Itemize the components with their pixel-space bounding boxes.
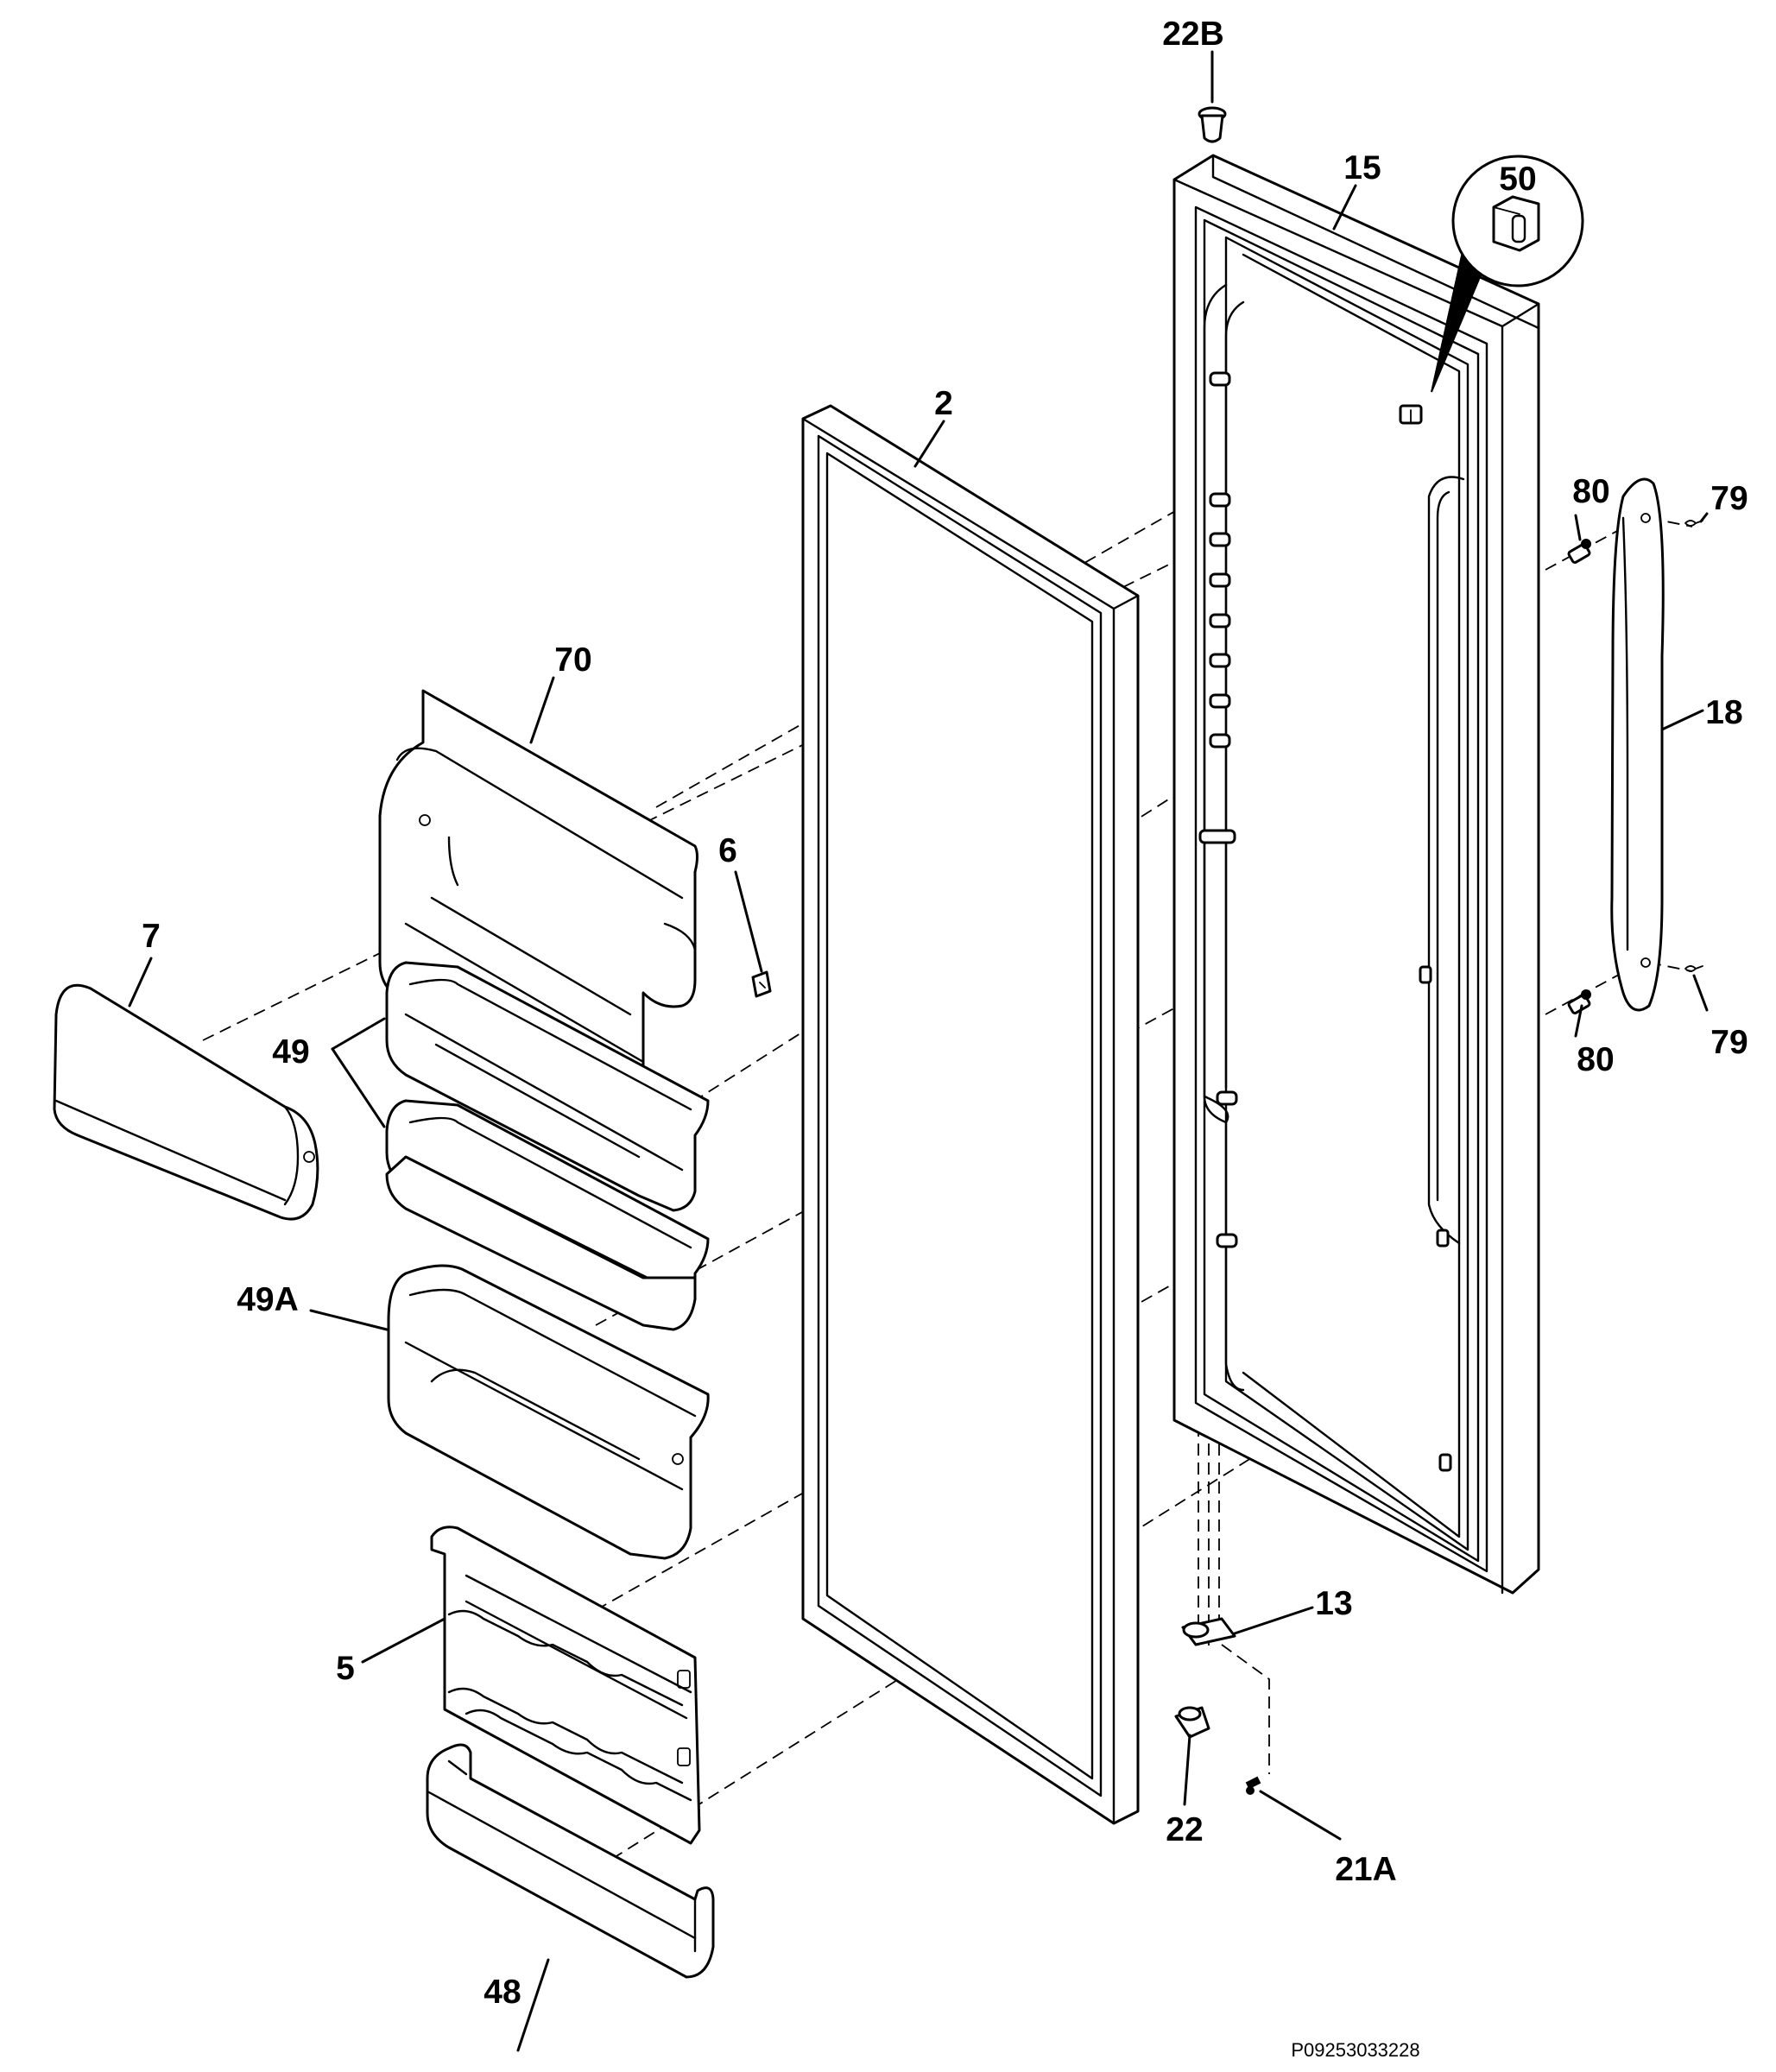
- callout-21A: 21A: [1335, 1851, 1397, 1888]
- callout-6: 6: [718, 832, 737, 869]
- part-18-handle: [1610, 477, 1665, 1012]
- part-49-door-bins: [385, 961, 710, 1331]
- callout-48: 48: [484, 1974, 521, 2011]
- callout-13: 13: [1315, 1585, 1352, 1622]
- callout-15: 15: [1343, 149, 1381, 186]
- door-assembly: [1172, 154, 1540, 1595]
- part-22B-bushing: [1198, 106, 1227, 143]
- callout-80-top: 80: [1572, 473, 1609, 510]
- part-7-dairy-door: [53, 983, 319, 1221]
- figure-code: P09253033228: [1291, 2039, 1419, 2061]
- callout-7: 7: [142, 918, 161, 955]
- part-49A-bin: [387, 1264, 710, 1560]
- callout-49A: 49A: [237, 1281, 299, 1318]
- callout-leaders: [128, 50, 1709, 2052]
- callout-80-bottom: 80: [1577, 1041, 1614, 1078]
- callout-50: 50: [1499, 161, 1536, 198]
- part-5-can-rack: [430, 1526, 701, 1845]
- callout-labels: 22B 15 50 2 80 79 70 18 6 7 49 80 79 49A…: [142, 16, 1748, 2011]
- part-50-detail: [1431, 155, 1584, 393]
- callout-22: 22: [1166, 1811, 1203, 1848]
- part-48-bottom-bin: [426, 1743, 715, 1979]
- part-6-clip: [751, 970, 772, 998]
- bottom-hinge-parts: [1174, 1617, 1261, 1795]
- callout-49: 49: [272, 1033, 309, 1071]
- callout-22B: 22B: [1162, 16, 1224, 53]
- callout-79-top: 79: [1710, 480, 1748, 517]
- callout-2: 2: [934, 385, 953, 422]
- callout-5: 5: [336, 1650, 355, 1687]
- callout-79-bottom: 79: [1710, 1024, 1748, 1061]
- part-2-gasket: [801, 404, 1140, 1825]
- callout-18: 18: [1705, 694, 1742, 731]
- callout-70: 70: [554, 641, 591, 679]
